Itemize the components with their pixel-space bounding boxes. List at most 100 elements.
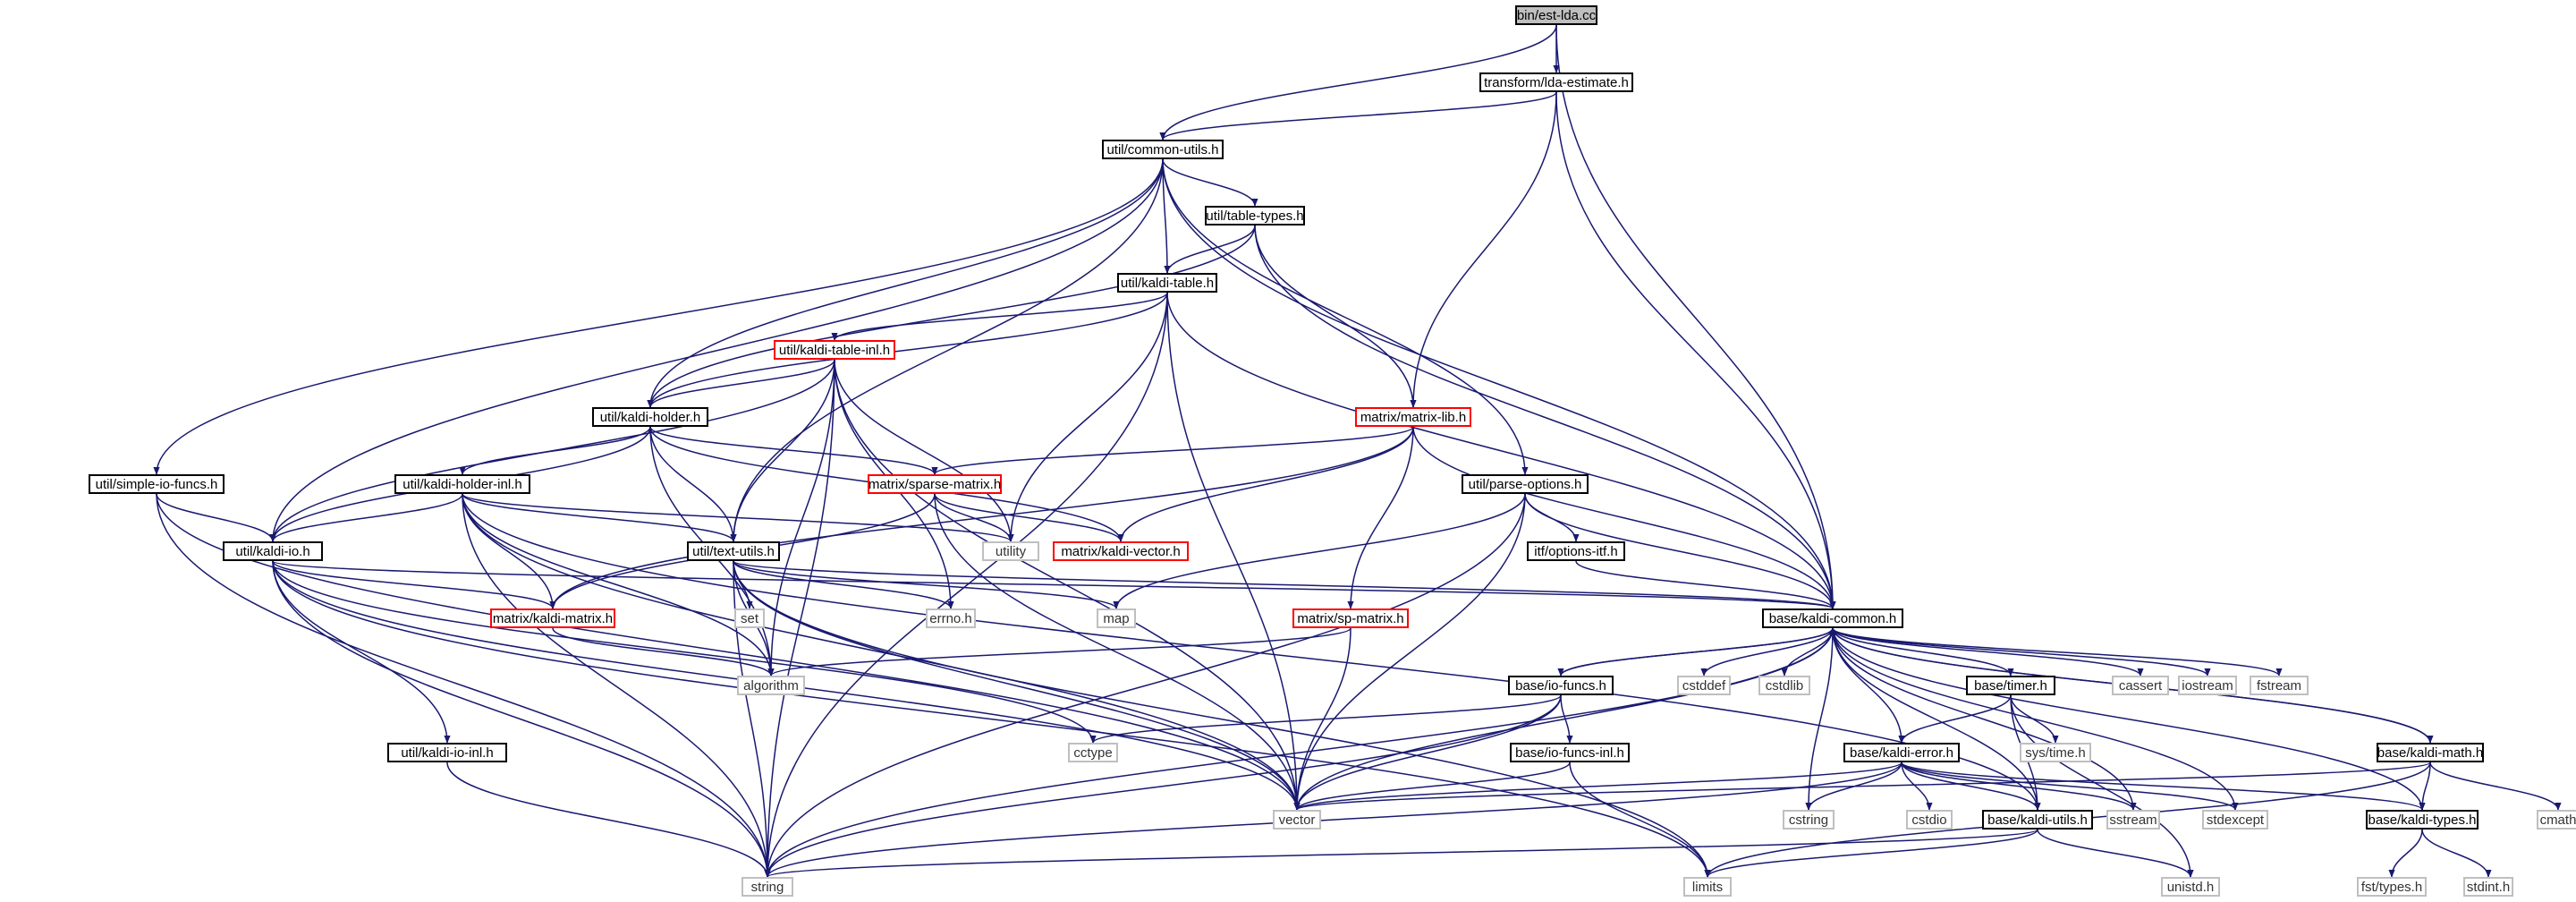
edge-sparse-matrix-to-kaldi-vector xyxy=(934,493,1124,542)
node-io-funcs[interactable]: base/io-funcs.h xyxy=(1508,676,1614,695)
edge-kaldi-common-to-string xyxy=(764,627,1834,878)
edge-kaldi-utils-to-string xyxy=(764,829,2038,878)
edge-timer-to-unistd xyxy=(2010,694,2194,878)
node-io-funcs-inl[interactable]: base/io-funcs-inl.h xyxy=(1510,743,1630,762)
edge-common-utils-to-kaldi-holder xyxy=(647,158,1164,408)
edge-io-funcs-to-kaldi-common xyxy=(1560,627,1836,676)
node-unistd: unistd.h xyxy=(2161,877,2220,897)
edge-io-funcs-to-cctype xyxy=(1089,694,1562,744)
edge-text-utils-to-vector xyxy=(733,560,1301,811)
node-vector: vector xyxy=(1273,810,1321,830)
node-text-utils[interactable]: util/text-utils.h xyxy=(687,541,780,561)
edge-common-utils-to-kaldi-table xyxy=(1162,158,1171,274)
edge-holder-inl-to-vector xyxy=(462,493,1301,811)
edge-kaldi-table-to-kaldi-holder xyxy=(647,292,1168,408)
node-sparse-matrix[interactable]: matrix/sparse-matrix.h xyxy=(868,474,1002,494)
edge-simple-io-to-kaldi-io xyxy=(156,493,276,542)
edge-kaldi-matrix-to-algorithm xyxy=(552,627,775,676)
node-kaldi-math[interactable]: base/kaldi-math.h xyxy=(2377,743,2484,762)
edge-kaldi-utils-to-unistd xyxy=(2037,829,2194,878)
node-kaldi-io-inl[interactable]: util/kaldi-io-inl.h xyxy=(387,743,507,762)
edge-kaldi-table-to-kaldi-table-inl xyxy=(831,292,1168,341)
node-cctype: cctype xyxy=(1068,743,1118,762)
edge-matrix-lib-to-sparse-matrix xyxy=(931,426,1414,475)
node-holder-inl[interactable]: util/kaldi-holder-inl.h xyxy=(394,474,530,494)
edge-kaldi-table-inl-to-utility xyxy=(834,359,1014,542)
edge-common-utils-to-simple-io xyxy=(153,158,1164,475)
edge-kaldi-io-to-cctype xyxy=(272,560,1097,744)
edge-io-funcs-inl-to-vector xyxy=(1293,762,1571,811)
edge-timer-to-sys-time xyxy=(2010,694,2059,744)
node-kaldi-matrix[interactable]: matrix/kaldi-matrix.h xyxy=(490,608,615,628)
edge-lda-estimate-to-kaldi-common xyxy=(1555,91,1836,609)
edge-parse-options-to-string xyxy=(764,493,1526,878)
edge-holder-inl-to-kaldi-io xyxy=(269,493,463,542)
edge-common-utils-to-text-utils xyxy=(730,158,1164,542)
node-sstream: sstream xyxy=(2106,810,2160,830)
edge-kaldi-holder-to-sparse-matrix xyxy=(649,426,938,475)
node-string: string xyxy=(741,877,793,897)
node-limits: limits xyxy=(1683,877,1732,897)
edge-kaldi-utils-to-limits xyxy=(1704,829,2038,878)
edge-kaldi-io-to-kaldi-common xyxy=(272,560,1835,609)
edge-common-utils-to-kaldi-io xyxy=(269,158,1164,542)
node-kaldi-vector[interactable]: matrix/kaldi-vector.h xyxy=(1053,541,1189,561)
node-sys-time: sys/time.h xyxy=(2020,743,2091,762)
edge-kaldi-common-to-kaldi-types xyxy=(1832,627,2426,811)
edge-kaldi-table-to-string xyxy=(764,292,1168,878)
edge-kaldi-io-inl-to-string xyxy=(446,762,771,878)
node-kaldi-common[interactable]: base/kaldi-common.h xyxy=(1762,608,1903,628)
node-common-utils[interactable]: util/common-utils.h xyxy=(1102,140,1224,159)
node-sp-matrix[interactable]: matrix/sp-matrix.h xyxy=(1292,608,1409,628)
edge-sparse-matrix-to-utility xyxy=(934,493,1014,542)
edge-kaldi-error-to-string xyxy=(764,762,1902,878)
node-kaldi-io[interactable]: util/kaldi-io.h xyxy=(223,541,323,561)
edge-table-types-to-matrix-lib xyxy=(1254,225,1417,408)
edge-parse-options-to-vector xyxy=(1293,493,1526,811)
edge-holder-inl-to-text-utils xyxy=(462,493,737,542)
edge-est-lda-to-kaldi-common xyxy=(1555,24,1836,609)
node-options-itf[interactable]: itf/options-itf.h xyxy=(1527,541,1625,561)
node-simple-io[interactable]: util/simple-io-funcs.h xyxy=(89,474,225,494)
edge-kaldi-table-to-utility xyxy=(1007,292,1168,542)
node-timer[interactable]: base/timer.h xyxy=(1966,676,2055,695)
node-kaldi-table-inl[interactable]: util/kaldi-table-inl.h xyxy=(774,340,895,360)
node-fst-types: fst/types.h xyxy=(2357,877,2427,897)
edge-io-funcs-to-io-funcs-inl xyxy=(1560,694,1573,744)
node-cmath: cmath xyxy=(2537,810,2576,830)
edge-layer xyxy=(153,24,2562,878)
node-parse-options[interactable]: util/parse-options.h xyxy=(1462,474,1589,494)
node-set: set xyxy=(734,608,765,628)
edge-table-types-to-kaldi-table xyxy=(1164,225,1256,274)
edge-lda-estimate-to-common-utils xyxy=(1159,91,1557,140)
node-est-lda[interactable]: bin/est-lda.cc xyxy=(1515,5,1597,25)
node-errno: errno.h xyxy=(926,608,976,628)
node-kaldi-holder[interactable]: util/kaldi-holder.h xyxy=(592,407,708,427)
edge-kaldi-holder-to-holder-inl xyxy=(459,426,651,475)
edge-kaldi-types-to-fst-types xyxy=(2388,829,2423,878)
edge-io-funcs-inl-to-limits xyxy=(1569,762,1711,878)
edge-kaldi-common-to-cassert xyxy=(1832,627,2144,676)
edge-kaldi-common-to-timer xyxy=(1832,627,2014,676)
node-kaldi-error[interactable]: base/kaldi-error.h xyxy=(1843,743,1960,762)
edge-kaldi-table-inl-to-algorithm xyxy=(767,359,835,676)
edge-text-utils-to-errno xyxy=(733,560,954,609)
node-kaldi-types[interactable]: base/kaldi-types.h xyxy=(2366,810,2479,830)
edge-kaldi-common-to-cstring xyxy=(1805,627,1834,811)
node-table-types[interactable]: util/table-types.h xyxy=(1205,206,1305,226)
node-cassert: cassert xyxy=(2112,676,2169,695)
edge-common-utils-to-table-types xyxy=(1162,158,1258,207)
edge-holder-inl-to-algorithm xyxy=(462,493,775,676)
edge-kaldi-error-to-kaldi-utils xyxy=(1901,762,2041,811)
edge-table-types-to-kaldi-holder xyxy=(647,225,1256,408)
node-matrix-lib[interactable]: matrix/matrix-lib.h xyxy=(1355,407,1471,427)
node-kaldi-table[interactable]: util/kaldi-table.h xyxy=(1117,273,1217,293)
node-stdexcept: stdexcept xyxy=(2202,810,2268,830)
node-lda-estimate[interactable]: transform/lda-estimate.h xyxy=(1479,72,1633,92)
edge-timer-to-kaldi-error xyxy=(1898,694,2012,744)
edge-kaldi-common-to-fstream xyxy=(1832,627,2283,676)
node-cstring: cstring xyxy=(1783,810,1835,830)
edge-kaldi-io-to-kaldi-io-inl xyxy=(272,560,451,744)
edge-kaldi-holder-to-text-utils xyxy=(649,426,737,542)
node-kaldi-utils[interactable]: base/kaldi-utils.h xyxy=(1982,810,2093,830)
